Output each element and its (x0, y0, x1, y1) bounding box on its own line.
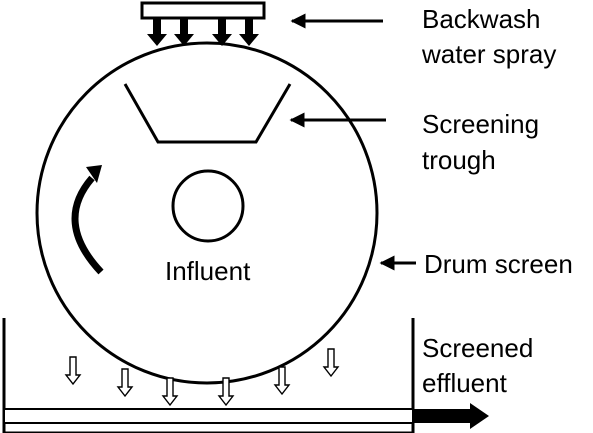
effluent-label-line2: effluent (422, 368, 508, 398)
screened-water-arrow (273, 366, 291, 396)
spray-arrow (147, 18, 167, 46)
trough-label-line1: Screening (422, 109, 539, 139)
spray-arrow (174, 18, 194, 46)
spray-arrow (239, 18, 259, 46)
influent-pipe (171, 169, 245, 243)
drum-screen-label: Drum screen (424, 249, 573, 279)
screened-water-arrow (161, 377, 179, 407)
screened-water-arrow (116, 368, 134, 398)
screening-trough (123, 83, 292, 144)
influent-label: Influent (165, 256, 251, 286)
screened-water-arrow (217, 377, 235, 407)
effluent-tank (2, 318, 415, 433)
rotation-arrow (71, 165, 104, 275)
effluent-outlet-arrow (413, 403, 489, 429)
backwash-label-line2: water spray (421, 39, 556, 69)
trough-label-line2: trough (422, 145, 496, 175)
spray-arrows (147, 18, 259, 46)
screened-water-arrow (322, 348, 340, 378)
backwash-label-line1: Backwash (422, 4, 541, 34)
backwash-spray-bar (140, 1, 266, 46)
screened-water-arrows (64, 348, 340, 407)
drum-circle (35, 41, 379, 385)
effluent-label-line1: Screened (422, 333, 533, 363)
effluent-channel (3, 408, 414, 424)
screened-water-arrow (64, 356, 82, 386)
spray-arrow (212, 18, 232, 46)
